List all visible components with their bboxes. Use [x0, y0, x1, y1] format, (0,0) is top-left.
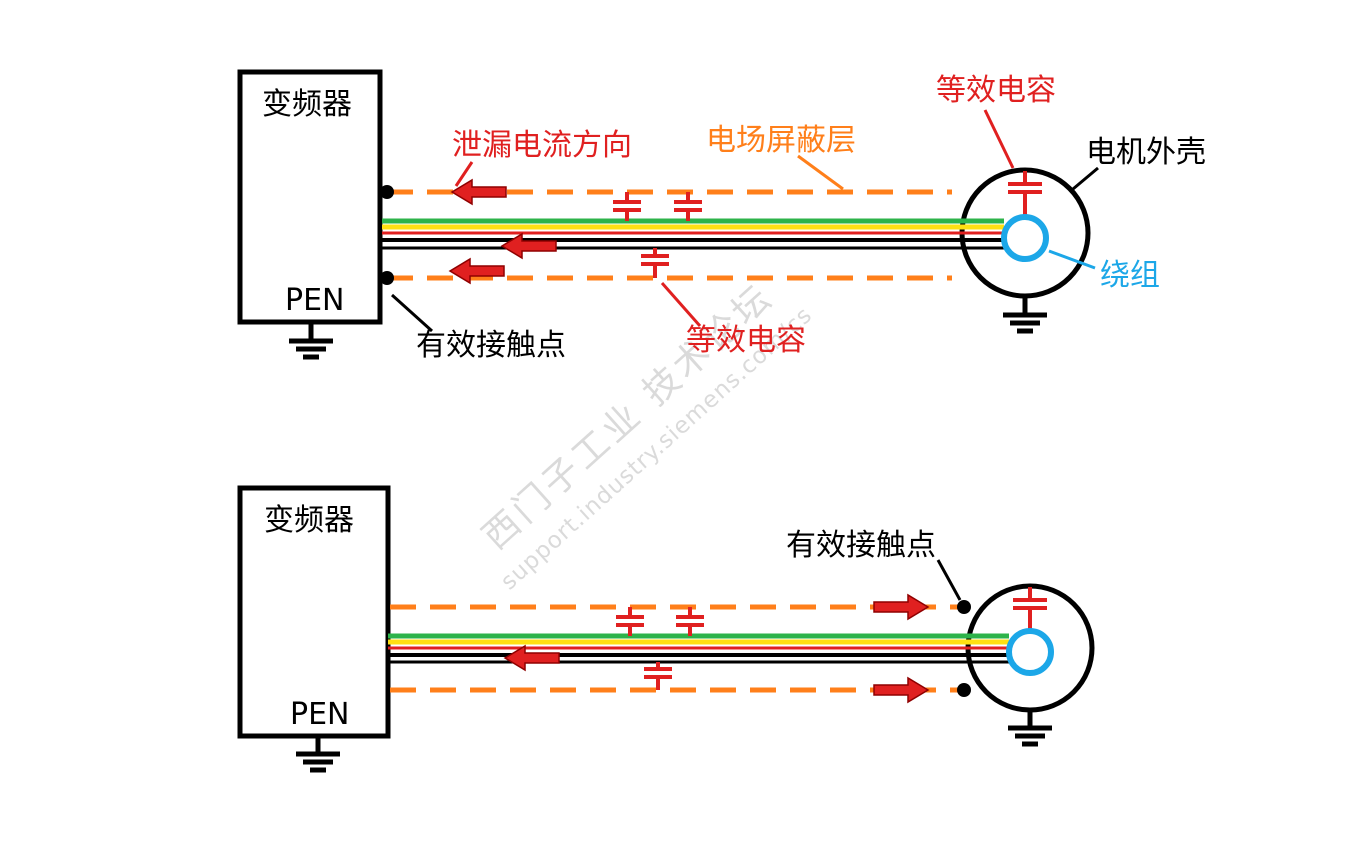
contact-dot-upper [957, 600, 971, 614]
contact-dot-lower [380, 271, 394, 285]
leader-equiv-cap-upper [983, 109, 1015, 169]
winding-label: 绕组 [1100, 258, 1160, 293]
bottom-diagram: 变频器 PEN [237, 485, 1095, 773]
leakage-arrow-cable [500, 232, 557, 260]
inverter-label: 变频器 [262, 87, 352, 122]
inverter-box [237, 485, 391, 739]
leakage-arrow-shield-top [450, 178, 507, 206]
leader-leakage [454, 161, 474, 187]
watermark: 西门子工业 技术论坛 support.industry.siemens.com/… [475, 276, 817, 595]
capacitor-shield-1 [613, 192, 641, 221]
cable-bundle [382, 218, 1004, 250]
inverter-box [237, 69, 383, 325]
leakage-arrow-shield-bottom [448, 257, 505, 285]
shield-label: 电场屏蔽层 [706, 123, 856, 158]
leader-equiv-cap-lower [660, 282, 702, 327]
leakage-arrow-cable [503, 644, 560, 672]
leader-winding [1048, 249, 1096, 270]
leakage-label: 泄漏电流方向 [452, 128, 632, 163]
contact-dot-upper [380, 185, 394, 199]
capacitor-shield-2 [674, 192, 702, 221]
capacitor-motor [1013, 587, 1047, 631]
capacitor-cable-lower [644, 662, 672, 690]
motor-ground-symbol [1008, 710, 1052, 747]
leader-contact [936, 559, 962, 601]
inverter-ground-symbol [289, 322, 333, 360]
contact-label: 有效接触点 [786, 528, 936, 563]
motor-ground-symbol [1003, 296, 1047, 334]
contact-dot-lower [957, 683, 971, 697]
capacitor-shield-2 [676, 607, 704, 636]
winding-circle [1006, 628, 1054, 676]
cable-bundle [388, 633, 1009, 664]
inverter-ground-symbol [296, 736, 340, 773]
equiv-cap-upper-label: 等效电容 [936, 73, 1056, 108]
leader-shield [797, 154, 844, 191]
capacitor-motor [1008, 171, 1042, 216]
top-diagram: 变频器 PEN [237, 69, 1206, 363]
leakage-arrow-shield-top [873, 593, 930, 621]
motor-housing-label: 电机外壳 [1086, 135, 1206, 170]
inverter-label: 变频器 [264, 503, 354, 538]
contact-label: 有效接触点 [416, 328, 566, 363]
leader-contact [390, 293, 434, 333]
winding-circle [1001, 214, 1049, 262]
leakage-arrow-shield-bottom [873, 676, 930, 704]
leader-motor-housing [1072, 166, 1099, 191]
capacitor-shield-1 [616, 607, 644, 636]
capacitor-cable-lower [641, 248, 669, 278]
equiv-cap-lower-label: 等效电容 [686, 323, 806, 358]
pen-label: PEN [290, 697, 350, 732]
watermark-line1: 西门子工业 技术论坛 [475, 276, 781, 558]
pen-label: PEN [285, 283, 345, 318]
